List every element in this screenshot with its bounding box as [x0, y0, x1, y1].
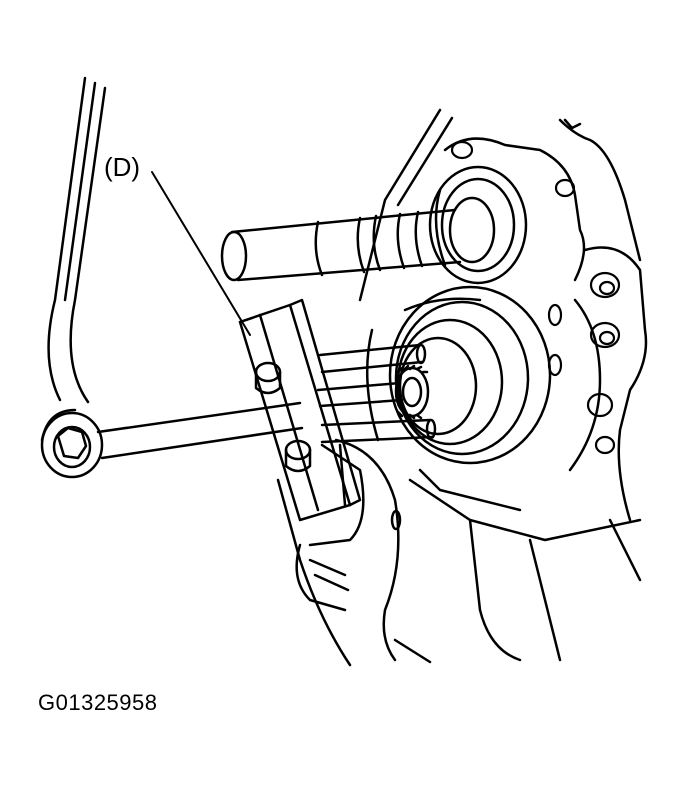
adjustable-wrench [278, 440, 400, 665]
figure-id-label: G01325958 [38, 690, 158, 715]
callout-label-d: (D) [104, 152, 141, 182]
center-screw [98, 403, 302, 458]
housing-casting [360, 110, 646, 662]
housing-bolt-holes [452, 142, 619, 453]
upper-shaft-boss [430, 167, 526, 283]
upper-shaft [222, 210, 460, 280]
box-end-wrench [42, 78, 105, 477]
callout-leader-line [152, 172, 250, 335]
puller-body [240, 300, 360, 520]
puller-bolt-heads [256, 363, 310, 471]
output-seal-rings [367, 287, 550, 463]
splined-shaft-end [396, 366, 428, 418]
